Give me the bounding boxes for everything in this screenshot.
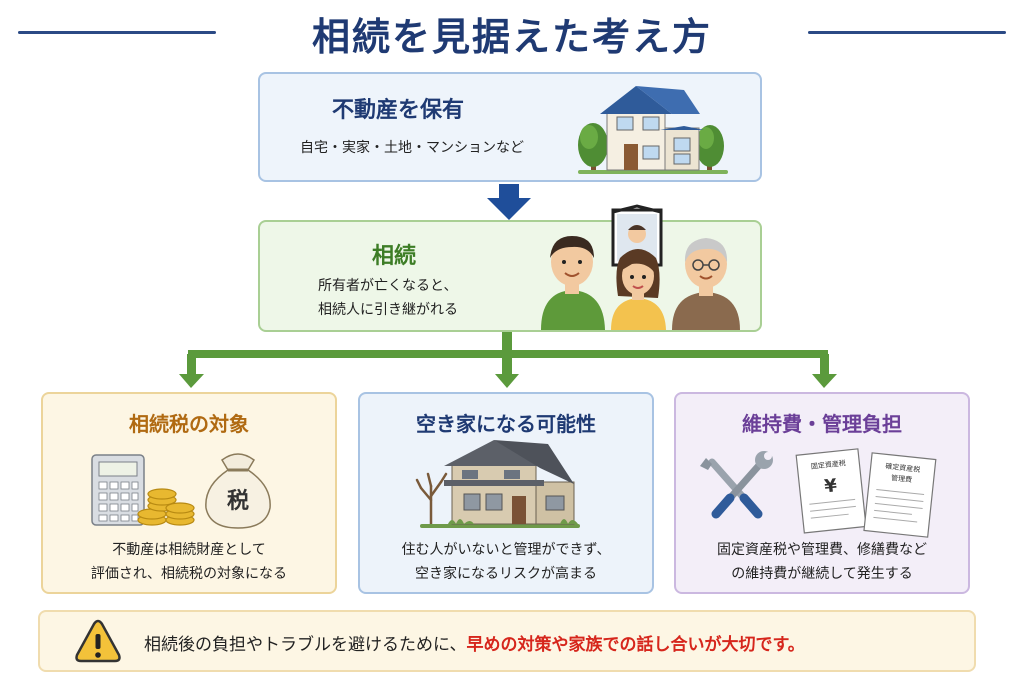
step-inheritance-description-line1: 所有者が亡くなると、 [318,278,458,294]
step-inheritance-description-line2: 相続人に引き継がれる [318,302,458,318]
document-1-symbol: ¥ [823,475,838,497]
card-maintenance-text-line2: の維持費が継続して発生する [731,566,913,582]
step-own-property-description: 自宅・実家・土地・マンションなど [300,140,524,156]
warning-text-emphasis: 早めの対策や家族での話し合いが大切です。 [466,635,805,655]
money-bag-label: 税 [227,488,249,514]
bare-tree-icon [415,472,448,528]
step-own-property-heading: 不動産を保有 [332,98,465,123]
document-icon: 固定資産税 ¥ 確定資産税 管理費 [795,448,937,538]
step-inheritance-heading: 相続 [372,244,417,269]
card-inheritance-tax-text-line2: 評価され、相続税の対象になる [90,566,288,582]
card-inheritance-tax: 相続税の対象 不動産は相続財産として 評価され、相続税の対象になる [41,392,337,594]
document-1-label: 固定資産税 [810,458,846,471]
person-man-icon [541,236,605,330]
arrow-down-blue-icon [487,184,531,220]
document-2-label-line1: 確定資産税 [885,461,921,474]
warning-text-normal: 相続後の負担やトラブルを避けるために、 [144,635,467,655]
coins-icon [137,488,195,526]
card-inheritance-tax-text-line1: 不動産は相続財産として [112,542,266,558]
calculator-icon [91,454,145,526]
card-maintenance-text: 固定資産税や管理費、修繕費など の維持費が継続して発生する [676,538,968,586]
card-maintenance-title: 維持費・管理負担 [742,412,902,436]
tools-icon [700,451,773,519]
card-vacant-house-text: 住む人がいないと管理ができず、 空き家になるリスクが高まる [360,538,652,586]
card-inheritance-tax-title: 相続税の対象 [129,412,249,436]
money-bag-icon: 税 [205,453,271,529]
title-line-left [18,31,216,34]
card-maintenance-text-line1: 固定資産税や管理費、修繕費など [717,542,927,558]
card-vacant-house-title: 空き家になる可能性 [416,412,596,436]
family-illustration-icon [541,204,740,330]
card-vacant-house-text-line1: 住む人がいないと管理ができず、 [401,542,611,558]
page-title: 相続を見据えた考え方 [311,15,712,59]
card-vacant-house-text-line2: 空き家になるリスクが高まる [415,566,597,582]
warning-text: 相続後の負担やトラブルを避けるために、早めの対策や家族での話し合いが大切です。 [144,630,805,655]
card-inheritance-tax-text: 不動産は相続財産として 評価され、相続税の対象になる [43,538,335,586]
person-woman-icon [611,249,666,330]
branch-arrows-green-icon [179,332,837,388]
warning-banner: 相続後の負担やトラブルを避けるために、早めの対策や家族での話し合いが大切です。 [38,610,976,672]
warning-icon [75,619,121,663]
vacant-house-icon [420,440,580,528]
person-elder-icon [672,238,740,330]
title-line-right [808,31,1006,34]
house-icon [578,86,728,174]
document-2-label-line2: 管理費 [891,473,913,484]
